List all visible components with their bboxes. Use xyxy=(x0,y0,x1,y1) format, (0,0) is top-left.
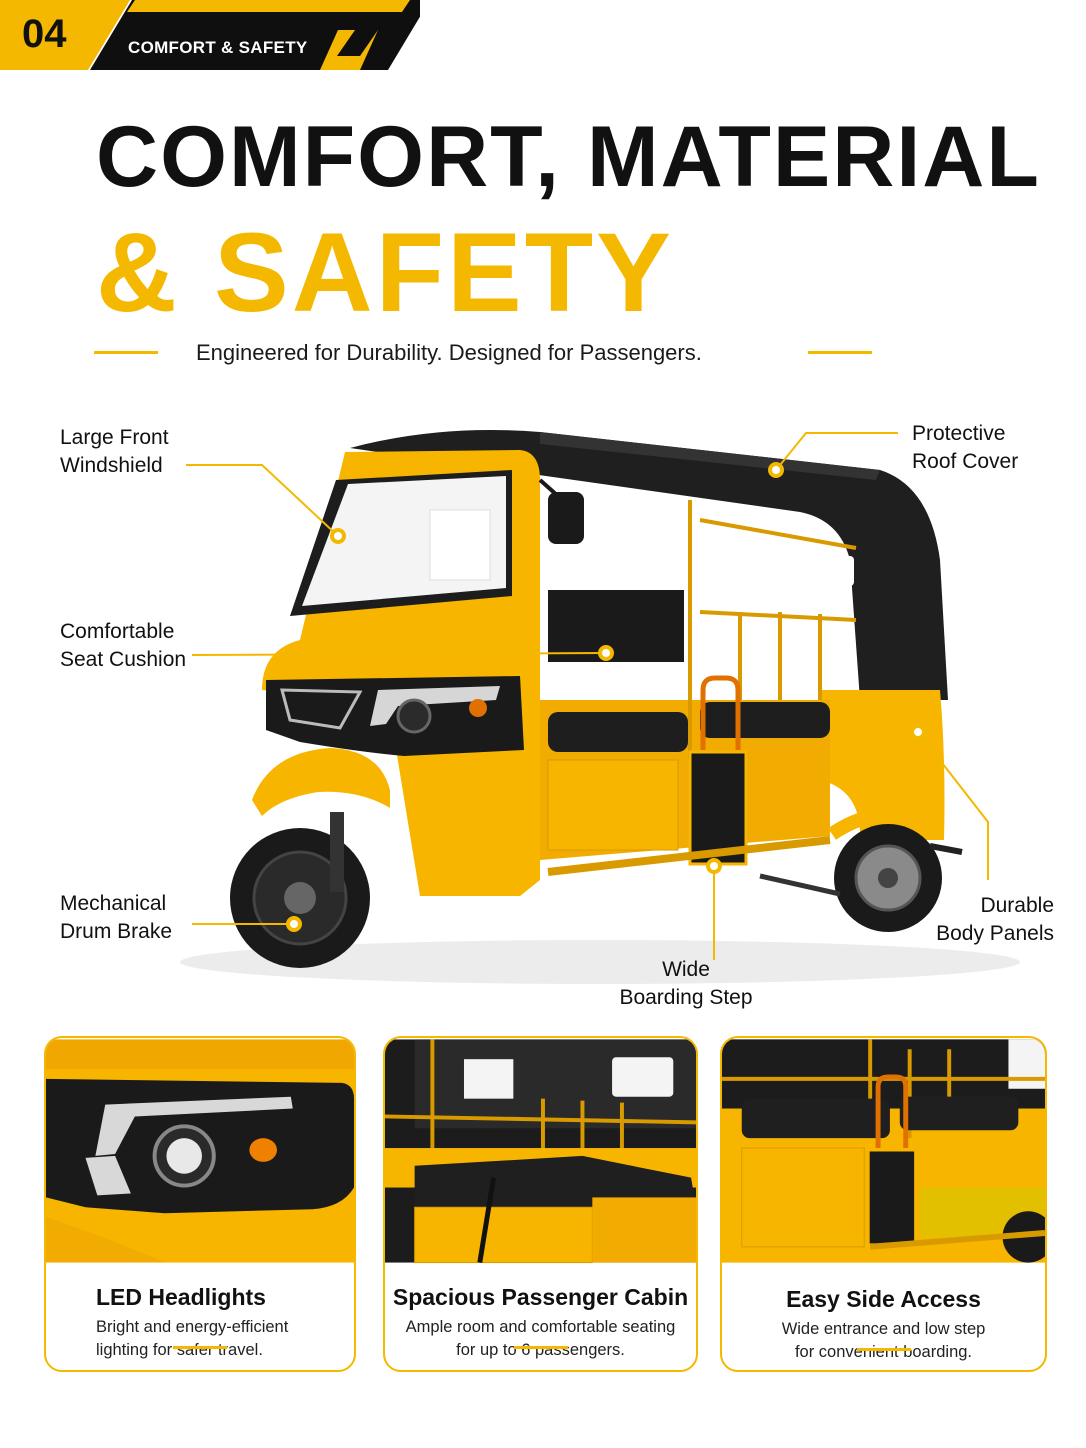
callout-step: Wide Boarding Step xyxy=(604,956,768,1012)
card-text-access: Wide entrance and low step for convenien… xyxy=(722,1318,1045,1364)
headline-line-2: & SAFETY xyxy=(96,210,674,335)
callout-panels-line-2: Body Panels xyxy=(936,922,1054,945)
card-text-headlights-line-1: Bright and energy-efficient xyxy=(96,1318,289,1336)
card-title-headlights: LED Headlights xyxy=(96,1284,266,1310)
card-text-headlights-line-2: lighting for safer travel. xyxy=(96,1341,263,1359)
section-number: 04 xyxy=(22,12,67,56)
callout-windshield-line-1: Large Front xyxy=(60,426,169,449)
card-rule-access xyxy=(856,1348,911,1351)
auto-rickshaw-illustration xyxy=(180,430,1020,984)
callout-windshield: Large Front Windshield xyxy=(60,424,169,480)
headlight-closeup-photo xyxy=(46,1039,354,1263)
card-text-access-line-1: Wide entrance and low step xyxy=(781,1320,986,1338)
section-label: COMFORT & SAFETY xyxy=(128,38,308,57)
callout-panels-line-1: Durable xyxy=(980,894,1054,917)
callout-seat-line-1: Comfortable xyxy=(60,620,175,643)
callout-brake-line-2: Drum Brake xyxy=(60,920,173,943)
callout-roof-line-2: Roof Cover xyxy=(912,450,1019,473)
card-title-cabin: Spacious Passenger Cabin xyxy=(392,1284,689,1310)
card-text-cabin-line-2: for up to 6 passengers. xyxy=(456,1341,625,1359)
card-rule-headlights xyxy=(173,1346,227,1349)
feature-card-headlights: LED Headlights Bright and energy-efficie… xyxy=(44,1036,356,1372)
section-banner: 04 COMFORT & SAFETY xyxy=(0,0,420,70)
card-title-access: Easy Side Access xyxy=(786,1286,981,1312)
subtitle-rule-right xyxy=(808,351,872,354)
subtitle-rule-left xyxy=(94,351,158,354)
card-text-cabin-line-1: Ample room and comfortable seating xyxy=(405,1318,676,1336)
hero-vehicle-diagram xyxy=(0,400,1086,1020)
callout-seat: Comfortable Seat Cushion xyxy=(60,618,186,674)
callout-roof-line-1: Protective xyxy=(912,422,1006,445)
card-text-access-line-2: for convenient boarding. xyxy=(794,1343,973,1361)
card-rule-cabin xyxy=(513,1346,568,1349)
callout-brake-line-1: Mechanical xyxy=(60,892,167,915)
card-text-headlights: Bright and energy-efficient lighting for… xyxy=(96,1316,354,1362)
callout-seat-line-2: Seat Cushion xyxy=(60,648,187,671)
callout-step-line-1: Wide xyxy=(662,958,710,981)
card-text-cabin: Ample room and comfortable seating for u… xyxy=(385,1316,696,1362)
feature-card-cabin: Spacious Passenger Cabin Ample room and … xyxy=(383,1036,698,1372)
banner-shape xyxy=(0,0,420,70)
cabin-interior-photo xyxy=(385,1039,696,1264)
callout-panels: Durable Body Panels xyxy=(920,892,1054,948)
feature-card-access: Easy Side Access Wide entrance and low s… xyxy=(720,1036,1047,1372)
callout-windshield-line-2: Windshield xyxy=(60,454,163,477)
callout-step-line-2: Boarding Step xyxy=(619,986,753,1009)
headline-line-1: COMFORT, MATERIAL xyxy=(96,109,1041,205)
subtitle: Engineered for Durability. Designed for … xyxy=(196,340,702,365)
side-access-photo xyxy=(722,1039,1045,1263)
callout-brake: Mechanical Drum Brake xyxy=(60,890,172,946)
callout-roof: Protective Roof Cover xyxy=(912,420,1018,476)
